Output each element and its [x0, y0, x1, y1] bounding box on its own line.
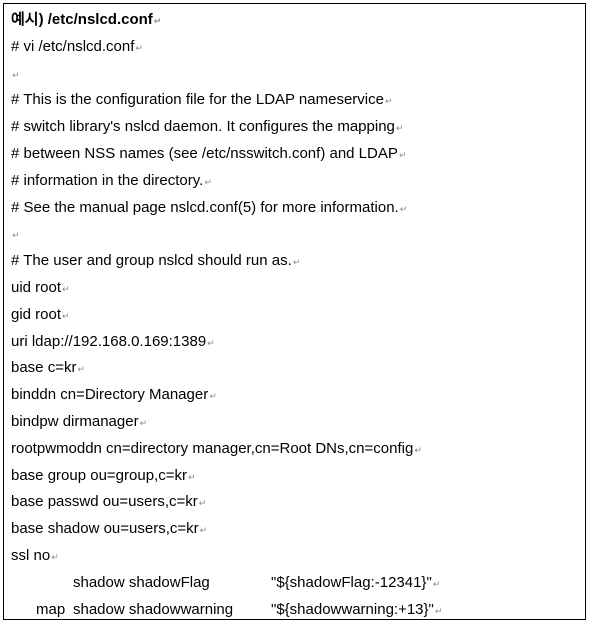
paragraph-mark-icon: ↵: [384, 96, 393, 107]
config-lines: 예시) /etc/nslcd.conf↵ # vi /etc/nslcd.con…: [11, 7, 581, 619]
config-line: bindpw dirmanager↵: [11, 412, 148, 430]
config-line: uid root↵: [11, 278, 70, 296]
config-line: # See the manual page nslcd.conf(5) for …: [11, 198, 408, 216]
config-line: ↵: [11, 221, 581, 248]
paragraph-mark-icon: ↵: [77, 364, 85, 375]
paragraph-mark-icon: ↵: [187, 471, 196, 482]
paragraph-mark-icon: ↵: [51, 551, 59, 562]
paragraph-mark-icon: ↵: [395, 123, 404, 134]
paragraph-mark-icon: ↵: [135, 42, 143, 53]
map-attribute: shadow shadowwarning: [73, 600, 234, 618]
config-line: gid root↵: [11, 305, 70, 323]
config-line: # vi /etc/nslcd.conf↵: [11, 37, 143, 55]
paragraph-mark-icon: ↵: [62, 310, 70, 321]
paragraph-mark-icon: ↵: [292, 257, 301, 268]
paragraph-mark-icon: ↵: [12, 230, 20, 241]
paragraph-mark-icon: ↵: [414, 444, 422, 455]
config-line: uri ldap://192.168.0.169:1389↵: [11, 332, 215, 350]
paragraph-mark-icon: ↵: [434, 605, 443, 616]
paragraph-mark-icon: ↵: [207, 337, 215, 348]
paragraph-mark-icon: ↵: [153, 16, 162, 26]
config-line: base passwd ou=users,c=kr↵: [11, 493, 207, 511]
config-line: # between NSS names (see /etc/nsswitch.c…: [11, 144, 407, 162]
config-line: ↵: [11, 61, 581, 88]
map-keyword: map: [36, 600, 66, 618]
config-line: rootpwmoddn cn=directory manager,cn=Root…: [11, 439, 422, 457]
config-document-frame: 예시) /etc/nslcd.conf↵ # vi /etc/nslcd.con…: [3, 3, 586, 620]
config-line: # The user and group nslcd should run as…: [11, 252, 301, 270]
config-line: binddn cn=Directory Manager↵: [11, 386, 217, 404]
paragraph-mark-icon: ↵: [12, 69, 20, 80]
config-line: base c=kr↵: [11, 359, 85, 377]
paragraph-mark-icon: ↵: [399, 203, 408, 214]
map-value: "${shadowwarning:+13}"↵: [271, 600, 443, 618]
map-value: "${shadowFlag:-12341}"↵: [271, 573, 441, 591]
config-line: base shadow ou=users,c=kr↵: [11, 520, 208, 538]
document-title: 예시) /etc/nslcd.conf↵: [11, 11, 162, 28]
map-attribute: shadow shadowFlag: [73, 573, 210, 591]
paragraph-mark-icon: ↵: [199, 525, 208, 536]
paragraph-mark-icon: ↵: [62, 283, 70, 294]
config-line: # information in the directory.↵: [11, 171, 212, 189]
paragraph-mark-icon: ↵: [209, 391, 217, 402]
config-line: base group ou=group,c=kr↵: [11, 466, 196, 484]
config-line: # switch library's nslcd daemon. It conf…: [11, 118, 404, 136]
config-line: # This is the configuration file for the…: [11, 91, 393, 109]
config-line: ssl no↵: [11, 546, 59, 564]
map-row: map shadow shadowFlag "${shadowFlag:-12341…: [11, 570, 581, 618]
paragraph-mark-icon: ↵: [198, 498, 207, 509]
paragraph-mark-icon: ↵: [139, 417, 148, 428]
paragraph-mark-icon: ↵: [204, 176, 212, 187]
map-row: map shadow shadowwarning "${shadowwarning:…: [11, 597, 581, 619]
paragraph-mark-icon: ↵: [398, 149, 407, 160]
paragraph-mark-icon: ↵: [432, 578, 441, 589]
